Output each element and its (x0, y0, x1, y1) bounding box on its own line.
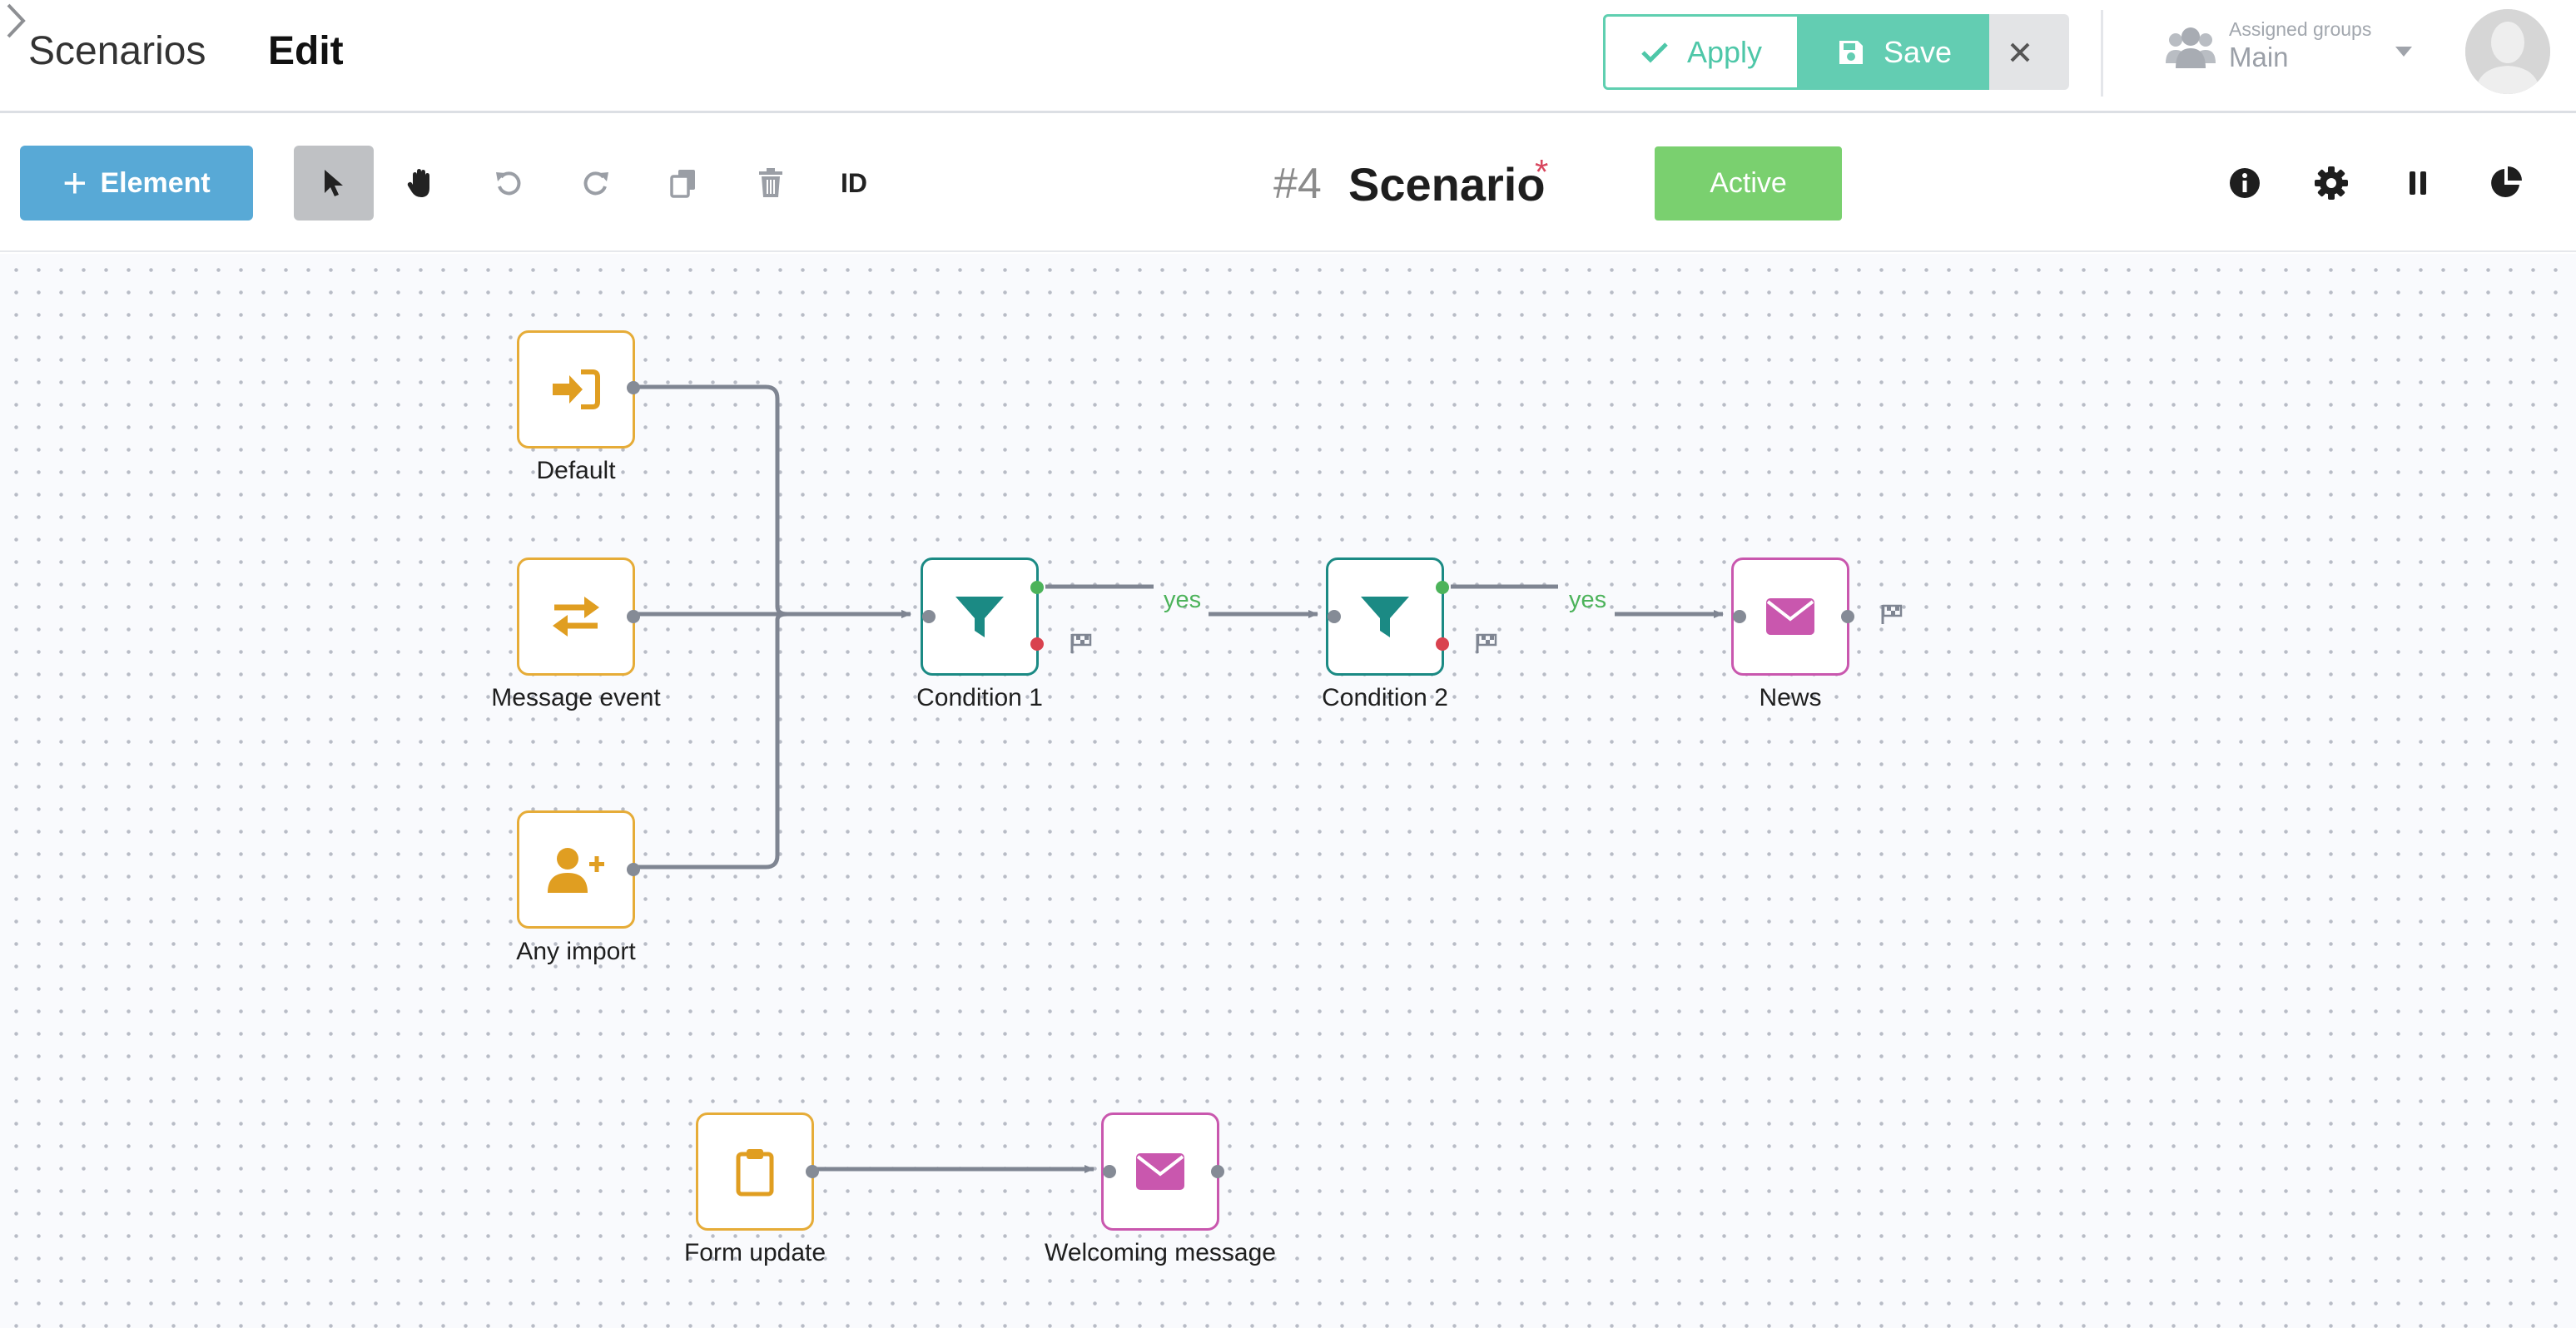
input-port[interactable] (1103, 1165, 1116, 1178)
node-any-import[interactable] (517, 810, 640, 929)
finish-flag-icon[interactable] (1475, 632, 1498, 654)
yes-branch-label: yes (1164, 587, 1202, 613)
node-label: Form update (683, 1239, 826, 1266)
edit-actions-group: Apply Save (1603, 14, 2069, 90)
filter-icon (1361, 597, 1409, 637)
node-label: News (1759, 684, 1822, 711)
assigned-groups-select[interactable]: Main (2229, 42, 2289, 72)
info-icon[interactable] (2224, 162, 2266, 204)
user-plus-icon (548, 848, 604, 893)
output-port[interactable] (1841, 610, 1854, 623)
filter-icon (955, 597, 1004, 637)
node-label: Default (536, 457, 616, 484)
undo-icon (496, 171, 521, 196)
output-port[interactable] (627, 863, 640, 876)
node-welcoming-message[interactable] (1101, 1112, 1224, 1231)
output-port[interactable] (806, 1165, 819, 1178)
select-tool-button[interactable] (294, 146, 374, 221)
breadcrumb-scenarios-link[interactable]: Scenarios (28, 29, 206, 73)
node-default[interactable] (517, 330, 640, 448)
assigned-groups-label: Assigned groups (2229, 18, 2372, 40)
user-avatar[interactable] (2465, 9, 2550, 94)
finish-flag-icon[interactable] (1070, 632, 1093, 654)
hand-icon (407, 169, 429, 197)
scenario-title[interactable]: Scenario (1348, 158, 1546, 211)
connections-layer (631, 384, 1724, 1173)
chevron-right-icon (7, 3, 26, 38)
close-icon (2010, 42, 2030, 62)
connection-default-to-condition-1[interactable] (631, 384, 911, 618)
node-label: Message event (491, 684, 661, 711)
users-group-icon[interactable] (2164, 25, 2217, 72)
top-header: Scenarios Edit Apply Save (0, 0, 2576, 113)
node-news[interactable] (1731, 557, 1854, 676)
toggle-ids-button[interactable]: ID (841, 167, 867, 198)
save-button-label: Save (1883, 34, 1953, 69)
node-label: Welcoming message (1045, 1239, 1276, 1266)
save-button[interactable]: Save (1799, 14, 1989, 90)
input-port[interactable] (1733, 610, 1746, 623)
add-element-label: Element (100, 166, 211, 199)
yes-output-port[interactable] (1436, 581, 1449, 594)
user-silhouette-icon (2465, 9, 2550, 94)
node-label: Any import (516, 938, 636, 965)
no-output-port[interactable] (1436, 637, 1449, 651)
copy-icon (670, 170, 695, 198)
node-message-event[interactable] (517, 557, 640, 676)
delete-button[interactable] (731, 146, 811, 221)
trash-icon (759, 168, 782, 197)
finish-flag-icon[interactable] (1880, 603, 1903, 625)
yes-output-port[interactable] (1030, 581, 1044, 594)
scenario-number: #4 (1273, 160, 1322, 208)
exchange-arrows-icon (553, 597, 599, 637)
breadcrumb-current-page: Edit (268, 29, 344, 73)
header-divider (2101, 10, 2103, 97)
check-icon (1641, 42, 1668, 63)
caret-down-icon[interactable] (2394, 45, 2414, 58)
gear-icon[interactable] (2310, 162, 2352, 204)
add-element-button[interactable]: + Element (20, 146, 253, 221)
editor-toolbar: + Element (0, 116, 2576, 252)
pause-icon[interactable] (2397, 162, 2439, 204)
output-port[interactable] (627, 610, 640, 623)
scenario-status-toggle[interactable]: Active (1655, 146, 1842, 221)
envelope-icon (1136, 1153, 1184, 1190)
cursor-arrow-icon (325, 170, 343, 196)
close-button[interactable] (1989, 14, 2069, 90)
apply-button[interactable]: Apply (1603, 14, 1799, 90)
node-label: Condition 2 (1322, 684, 1448, 711)
sign-in-icon (553, 369, 600, 409)
yes-branch-label: yes (1569, 587, 1607, 613)
node-condition-1[interactable] (921, 557, 1044, 676)
apply-button-label: Apply (1686, 34, 1763, 69)
no-output-port[interactable] (1030, 637, 1044, 651)
connection-any-import-to-condition-1[interactable] (631, 612, 788, 870)
undo-button[interactable] (469, 146, 548, 221)
node-label: Condition 1 (916, 684, 1043, 711)
envelope-icon (1766, 598, 1814, 635)
input-port[interactable] (1328, 610, 1341, 623)
redo-button[interactable] (556, 146, 636, 221)
plus-icon: + (62, 160, 87, 206)
scenario-canvas[interactable]: Default Message event Any import Conditi… (0, 254, 2576, 1328)
input-port[interactable] (922, 610, 936, 623)
pan-tool-button[interactable] (381, 146, 461, 221)
output-port[interactable] (627, 381, 640, 394)
node-form-update[interactable] (696, 1112, 819, 1231)
redo-icon (583, 171, 608, 196)
unsaved-changes-marker: * (1535, 152, 1549, 191)
pie-chart-icon[interactable] (2485, 162, 2527, 204)
floppy-disk-icon (1839, 40, 1863, 64)
copy-button[interactable] (643, 146, 723, 221)
clipboard-icon (736, 1149, 774, 1197)
output-port[interactable] (1211, 1165, 1224, 1178)
node-condition-2[interactable] (1326, 557, 1449, 676)
